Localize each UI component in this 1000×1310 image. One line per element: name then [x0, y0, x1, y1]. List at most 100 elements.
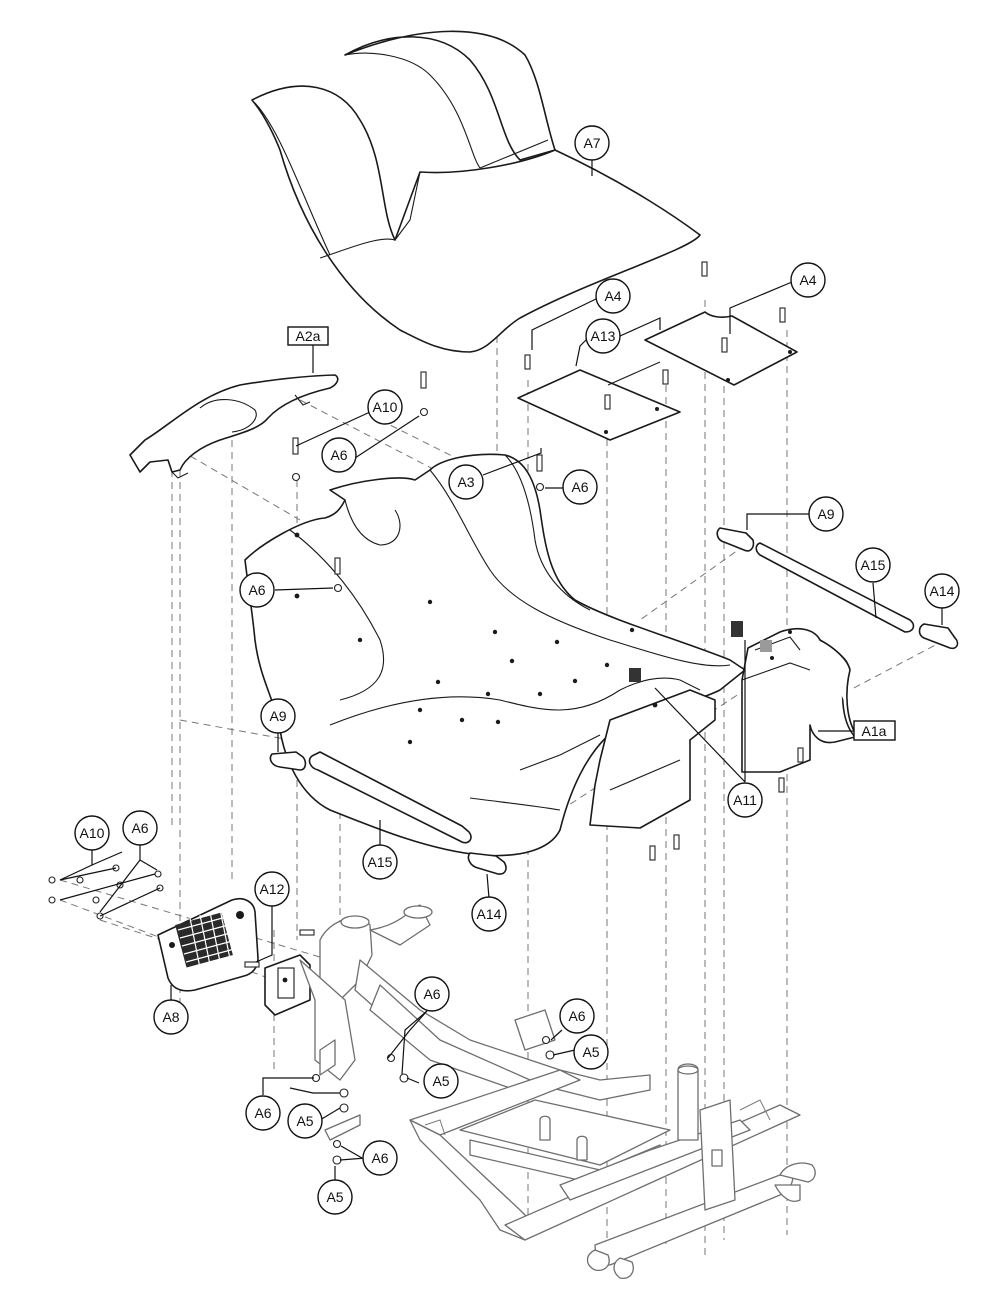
callout-a6-frame-mid: A6	[414, 976, 450, 1012]
callout-a12-label: A12	[260, 881, 285, 897]
velcro-pad	[629, 668, 641, 682]
velcro-pad	[760, 640, 772, 652]
base-frame	[299, 904, 816, 1279]
callout-a10-label: A10	[373, 399, 398, 415]
callout-a13: A13	[585, 318, 621, 354]
front-shroud	[129, 374, 339, 479]
callout-a15-label: A15	[368, 854, 393, 870]
callout-a9-label: A9	[269, 708, 286, 724]
callout-a5-frame-bottom: A5	[317, 1179, 353, 1215]
callout-a6-frame-bottom: A6	[362, 1140, 398, 1176]
callout-a6-frame-low-left: A6	[245, 1095, 281, 1131]
washer	[541, 1035, 551, 1045]
screw	[779, 307, 786, 323]
callout-a4-label: A4	[799, 272, 816, 288]
screw	[673, 834, 680, 850]
callout-a15-label: A15	[861, 557, 886, 573]
screw	[334, 557, 341, 575]
callout-a6-label: A6	[423, 986, 440, 1002]
callout-a1a-label: A1a	[862, 723, 887, 739]
callout-a6-frame-right: A6	[559, 998, 595, 1034]
callout-a14-label: A14	[930, 583, 955, 599]
callout-a7: A7	[574, 125, 610, 161]
callout-a10-bottom: A10	[74, 815, 110, 851]
callout-a8-label: A8	[162, 1009, 179, 1025]
screw	[244, 961, 260, 968]
seat-cushion	[251, 30, 701, 353]
callout-a5-frame-right: A5	[573, 1034, 609, 1070]
screw	[524, 354, 531, 370]
callout-a4-right: A4	[790, 262, 826, 298]
callout-a15-right: A15	[855, 547, 891, 583]
callout-a1a: A1a	[853, 720, 896, 741]
callout-a5-label: A5	[326, 1189, 343, 1205]
callout-a14-label: A14	[477, 906, 502, 922]
callout-a5-label: A5	[582, 1044, 599, 1060]
screw	[48, 876, 56, 884]
leader-lines	[59, 160, 943, 1180]
callout-a6-label: A6	[248, 582, 265, 598]
callout-a6-label: A6	[571, 479, 588, 495]
washer	[291, 472, 301, 482]
callout-a14-left: A14	[471, 896, 507, 932]
callout-a13-label: A13	[591, 328, 616, 344]
screw	[299, 929, 315, 936]
nut	[339, 1103, 349, 1113]
screw	[604, 394, 611, 410]
callout-a6-top-left: A6	[321, 437, 357, 473]
callout-a6-a3: A6	[562, 469, 598, 505]
rear-shroud	[731, 621, 859, 773]
screw	[48, 896, 56, 904]
callout-a7-label: A7	[583, 135, 600, 151]
callout-a6-label: A6	[131, 820, 148, 836]
callout-a12: A12	[254, 871, 290, 907]
screw	[662, 369, 669, 385]
callout-a6-label: A6	[330, 447, 347, 463]
callouts: A7 A4 A4 A13 A2a A10 A6 A3 A6 A6 A9 A15 …	[74, 125, 960, 1215]
callout-a10-label: A10	[80, 825, 105, 841]
screw	[721, 337, 728, 353]
callout-a9-right: A9	[808, 496, 844, 532]
callout-a6-label: A6	[254, 1105, 271, 1121]
callout-a11: A11	[727, 782, 763, 818]
callout-a11-label: A11	[733, 792, 757, 808]
washer	[332, 1139, 342, 1149]
screw	[76, 876, 84, 884]
battery-box	[519, 668, 716, 829]
screw	[778, 777, 785, 793]
washer	[419, 407, 429, 417]
screw	[292, 437, 299, 455]
callout-a6-bottom-left: A6	[122, 810, 158, 846]
bracket	[264, 954, 311, 1016]
screw	[536, 454, 543, 472]
washer	[333, 583, 343, 593]
callout-a3: A3	[448, 464, 484, 500]
screw	[420, 371, 427, 389]
screw	[797, 747, 804, 763]
screw	[649, 845, 656, 861]
callout-a15-left: A15	[362, 844, 398, 880]
side-bumpers	[269, 527, 959, 875]
velcro-pad	[731, 621, 743, 637]
main-body-shroud	[244, 453, 746, 857]
callout-a6-label: A6	[371, 1150, 388, 1166]
nut	[545, 1050, 555, 1060]
callout-a2a: A2a	[287, 326, 329, 346]
grille-mesh	[175, 908, 239, 969]
nut	[332, 1155, 342, 1165]
washer	[154, 870, 162, 878]
screw	[701, 261, 708, 277]
callout-a8: A8	[153, 999, 189, 1035]
washer	[535, 482, 545, 492]
nut	[339, 1088, 349, 1098]
callout-a14-right: A14	[924, 573, 960, 609]
callout-a6-label: A6	[568, 1008, 585, 1024]
front-grille	[157, 897, 259, 992]
callout-a4-left: A4	[595, 278, 631, 314]
callout-a9-label: A9	[817, 506, 834, 522]
callout-a2a-label: A2a	[296, 328, 321, 344]
callout-a4-label: A4	[604, 288, 621, 304]
callout-a9-left: A9	[260, 698, 296, 734]
